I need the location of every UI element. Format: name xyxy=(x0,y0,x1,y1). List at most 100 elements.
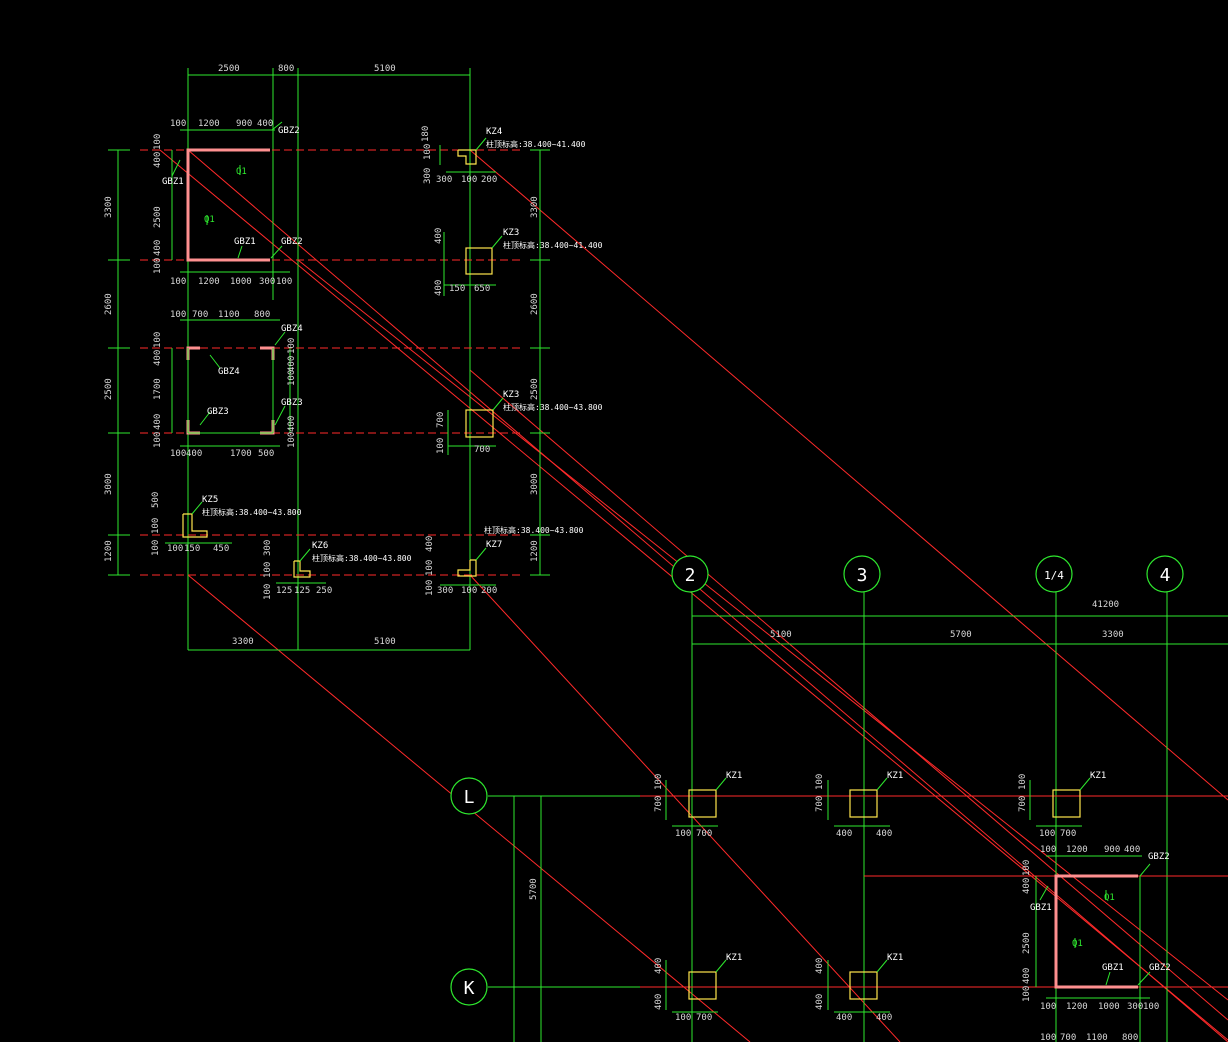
box1-left-dim-3: 2500 xyxy=(153,206,163,228)
axis-bubble-4[interactable]: 4 xyxy=(1146,555,1184,593)
box2-left-dim-1: 100 xyxy=(153,332,163,348)
kz1-k-2[interactable] xyxy=(665,959,727,1013)
box1-top-dim-4: 400 xyxy=(257,119,273,129)
box1-bottom-dim-1: 100 xyxy=(170,277,186,287)
kz1-l-1-4-label: KZ1 xyxy=(1090,771,1106,781)
box2-right-dim-3: 100 xyxy=(287,370,297,386)
box3-top-dim-3: 900 xyxy=(1104,845,1120,855)
kz1-l-1-4-dim-2: 700 xyxy=(1018,796,1028,812)
wall-box-1[interactable] xyxy=(171,121,290,273)
box2-left-dim-5: 100 xyxy=(153,432,163,448)
kz1-k-2-dim-4: 700 xyxy=(696,1013,712,1023)
detail-grid xyxy=(108,68,550,651)
axis-bubble-3[interactable]: 3 xyxy=(843,555,881,593)
kz3b-dim-1: 700 xyxy=(436,412,446,428)
kz1-l-1-4-dim-3: 100 xyxy=(1039,829,1055,839)
kz7-dim-4: 200 xyxy=(481,586,497,596)
box2-gbz4-label-2: GBZ4 xyxy=(218,367,240,377)
box1-bottom-dim-4: 300 xyxy=(259,277,275,287)
axis-bubble-k[interactable]: K xyxy=(450,968,488,1006)
box3-q1-label-2: Q1 xyxy=(1072,939,1083,949)
dim-bottom-1: 3300 xyxy=(232,637,254,647)
kz3a-note: 柱顶标高:38.400~41.400 xyxy=(503,240,603,250)
kz7-dim-3: 100 xyxy=(461,586,477,596)
kz6-dim-4: 250 xyxy=(316,586,332,596)
box2-right-dim-4: 400 xyxy=(287,416,297,432)
kz1-l-2-dim-3: 100 xyxy=(675,829,691,839)
kz5-dim-5: 500 xyxy=(151,492,161,508)
kz1-l-3[interactable] xyxy=(827,777,890,827)
box1-top-dim-3: 900 xyxy=(236,119,252,129)
dim-top-2: 800 xyxy=(278,64,294,74)
kz1-l-3-dim-1: 100 xyxy=(815,774,825,790)
kz4-dim-3: 100 xyxy=(461,175,477,185)
kz6-dim-6: 300 xyxy=(263,540,273,556)
dim-left-1: 3300 xyxy=(104,196,114,218)
box1-left-dim-4: 400 xyxy=(153,240,163,256)
kz6-label: KZ6 xyxy=(312,541,328,551)
kz1-l-3-dim-2: 700 xyxy=(815,796,825,812)
box2-gbz3-label: GBZ3 xyxy=(207,407,229,417)
kz4-dim-4: 200 xyxy=(481,175,497,185)
kz5-dim-1: 100 xyxy=(151,518,161,534)
box3-q1-label: Q1 xyxy=(1104,893,1115,903)
column-kz5[interactable] xyxy=(165,501,232,544)
axis-label-2: 2 xyxy=(685,565,696,586)
kz5-dim-4: 100 xyxy=(151,540,161,556)
box3-left-dim-3: 2500 xyxy=(1022,932,1032,954)
column-kz4[interactable] xyxy=(439,137,496,173)
box3-gbz1-label-2: GBZ1 xyxy=(1102,963,1124,973)
box2-right-dim-2: 400 xyxy=(287,356,297,372)
plan-span-dim-2: 5700 xyxy=(950,630,972,640)
kz1-k-3[interactable] xyxy=(827,959,890,1013)
kz4-dim-5: 180 xyxy=(421,126,431,142)
kz1-k-2-label: KZ1 xyxy=(726,953,742,963)
dim-left-4: 3000 xyxy=(104,473,114,495)
box1-q1-label-2: Q1 xyxy=(204,215,215,225)
kz1-l-3-dim-5: 400 xyxy=(836,829,852,839)
kz5-dim-2: 150 xyxy=(184,544,200,554)
wall-box-2[interactable] xyxy=(171,319,291,447)
box3-bottom-dim-4: 300 xyxy=(1127,1002,1143,1012)
box2-gbz4-label: GBZ4 xyxy=(281,324,303,334)
box1-left-dim-1: 100 xyxy=(153,134,163,150)
box3-last-dim-4: 800 xyxy=(1122,1033,1138,1042)
kz5-label: KZ5 xyxy=(202,495,218,505)
kz7-dim-6: 400 xyxy=(425,536,435,552)
kz6-dim-5: 100 xyxy=(263,584,273,600)
box2-top-dim-4: 800 xyxy=(254,310,270,320)
box2-bottom-dim-2: 400 xyxy=(186,449,202,459)
column-kz3-b[interactable] xyxy=(447,397,504,455)
kz1-l-1-4[interactable] xyxy=(1029,777,1091,827)
box2-left-dim-2: 400 xyxy=(153,350,163,366)
column-kz6[interactable] xyxy=(276,548,326,584)
kz1-l-2[interactable] xyxy=(665,777,727,827)
axis-bubble-1-4[interactable]: 1/4 xyxy=(1035,555,1073,593)
dim-right-1: 3300 xyxy=(530,196,540,218)
column-kz7[interactable] xyxy=(440,547,496,586)
kz1-l-2-label: KZ1 xyxy=(726,771,742,781)
kz6-dim-1: 100 xyxy=(263,562,273,578)
plan-left-dim: 5700 xyxy=(529,878,539,900)
axis-bubble-2[interactable]: 2 xyxy=(671,555,709,593)
kz1-l-1-4-dim-1: 100 xyxy=(1018,774,1028,790)
kz1-k-3-dim-2: 400 xyxy=(815,994,825,1010)
kz7-label: KZ7 xyxy=(486,540,502,550)
wall-box-3[interactable] xyxy=(1035,855,1151,1042)
kz6-dim-2: 125 xyxy=(276,586,292,596)
box2-right-dim-5: 100 xyxy=(287,432,297,448)
box1-bottom-dim-2: 1200 xyxy=(198,277,220,287)
axis-bubble-l[interactable]: L xyxy=(450,777,488,815)
kz1-l-2-dim-4: 700 xyxy=(696,829,712,839)
box3-last-dim-1: 100 xyxy=(1040,1033,1056,1042)
box2-right-dim-1: 100 xyxy=(287,338,297,354)
kz3a-dim-3: 150 xyxy=(449,284,465,294)
dim-left-2: 2600 xyxy=(104,293,114,315)
kz4-dim-2: 300 xyxy=(423,168,433,184)
kz5-dim-3: 450 xyxy=(213,544,229,554)
box3-gbz1-label: GBZ1 xyxy=(1030,903,1052,913)
column-kz3-a[interactable] xyxy=(443,232,503,296)
box1-q1-label: Q1 xyxy=(236,167,247,177)
kz3b-dim-3: 700 xyxy=(474,445,490,455)
